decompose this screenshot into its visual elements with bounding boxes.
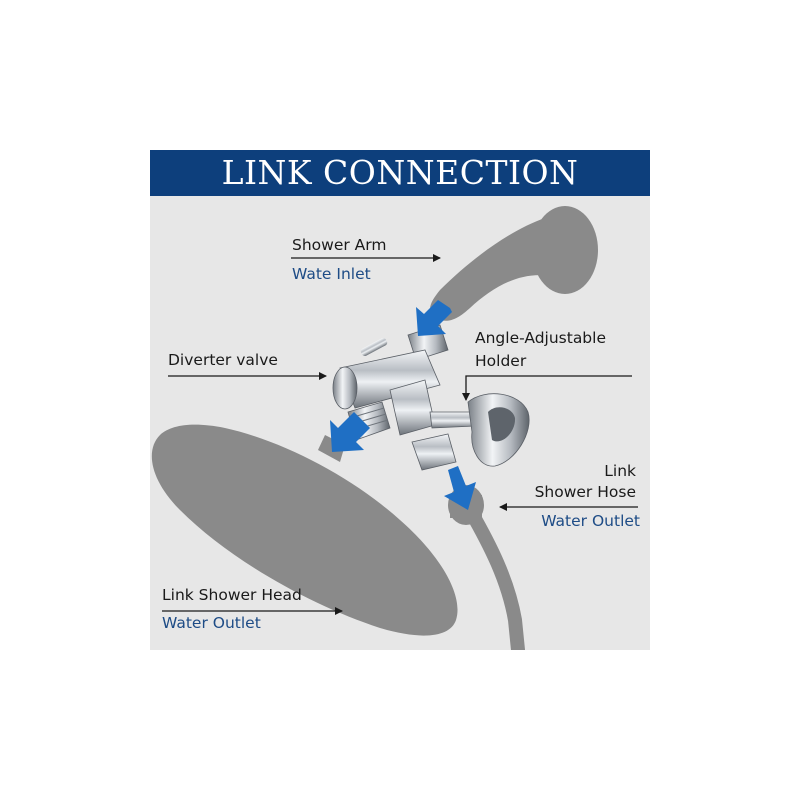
inlet-flow-arrow — [416, 300, 452, 336]
hose-outlet-flow-arrow — [444, 466, 476, 510]
hose-label-line2: Shower Hose — [534, 483, 636, 501]
hose-flow-label: Water Outlet — [541, 512, 640, 530]
shower-head-label: Link Shower Head — [162, 586, 302, 604]
shower-arm-silhouette — [430, 206, 598, 321]
shower-hose-silhouette — [448, 485, 525, 650]
diverter-valve-label: Diverter valve — [168, 351, 278, 369]
diagram-panel: LINK CONNECTION Shower Arm Wate Inlet Di… — [150, 150, 650, 650]
shower-head-flow-label: Water Outlet — [162, 614, 261, 632]
shower-arm-label: Shower Arm — [292, 236, 387, 254]
diverter-valve-graphic — [332, 324, 530, 471]
holder-label-line1: Angle-Adjustable — [475, 329, 606, 347]
head-outlet-flow-arrow — [330, 412, 370, 452]
diagram-graphic — [151, 206, 638, 650]
page-title: LINK CONNECTION — [150, 150, 650, 196]
shower-arm-flow-label: Wate Inlet — [292, 265, 371, 283]
holder-label-line2: Holder — [475, 352, 527, 370]
flow-arrows — [330, 300, 476, 510]
label-pointers — [162, 254, 638, 615]
holder-pointer — [462, 375, 632, 401]
hose-label-line1: Link — [604, 462, 636, 480]
